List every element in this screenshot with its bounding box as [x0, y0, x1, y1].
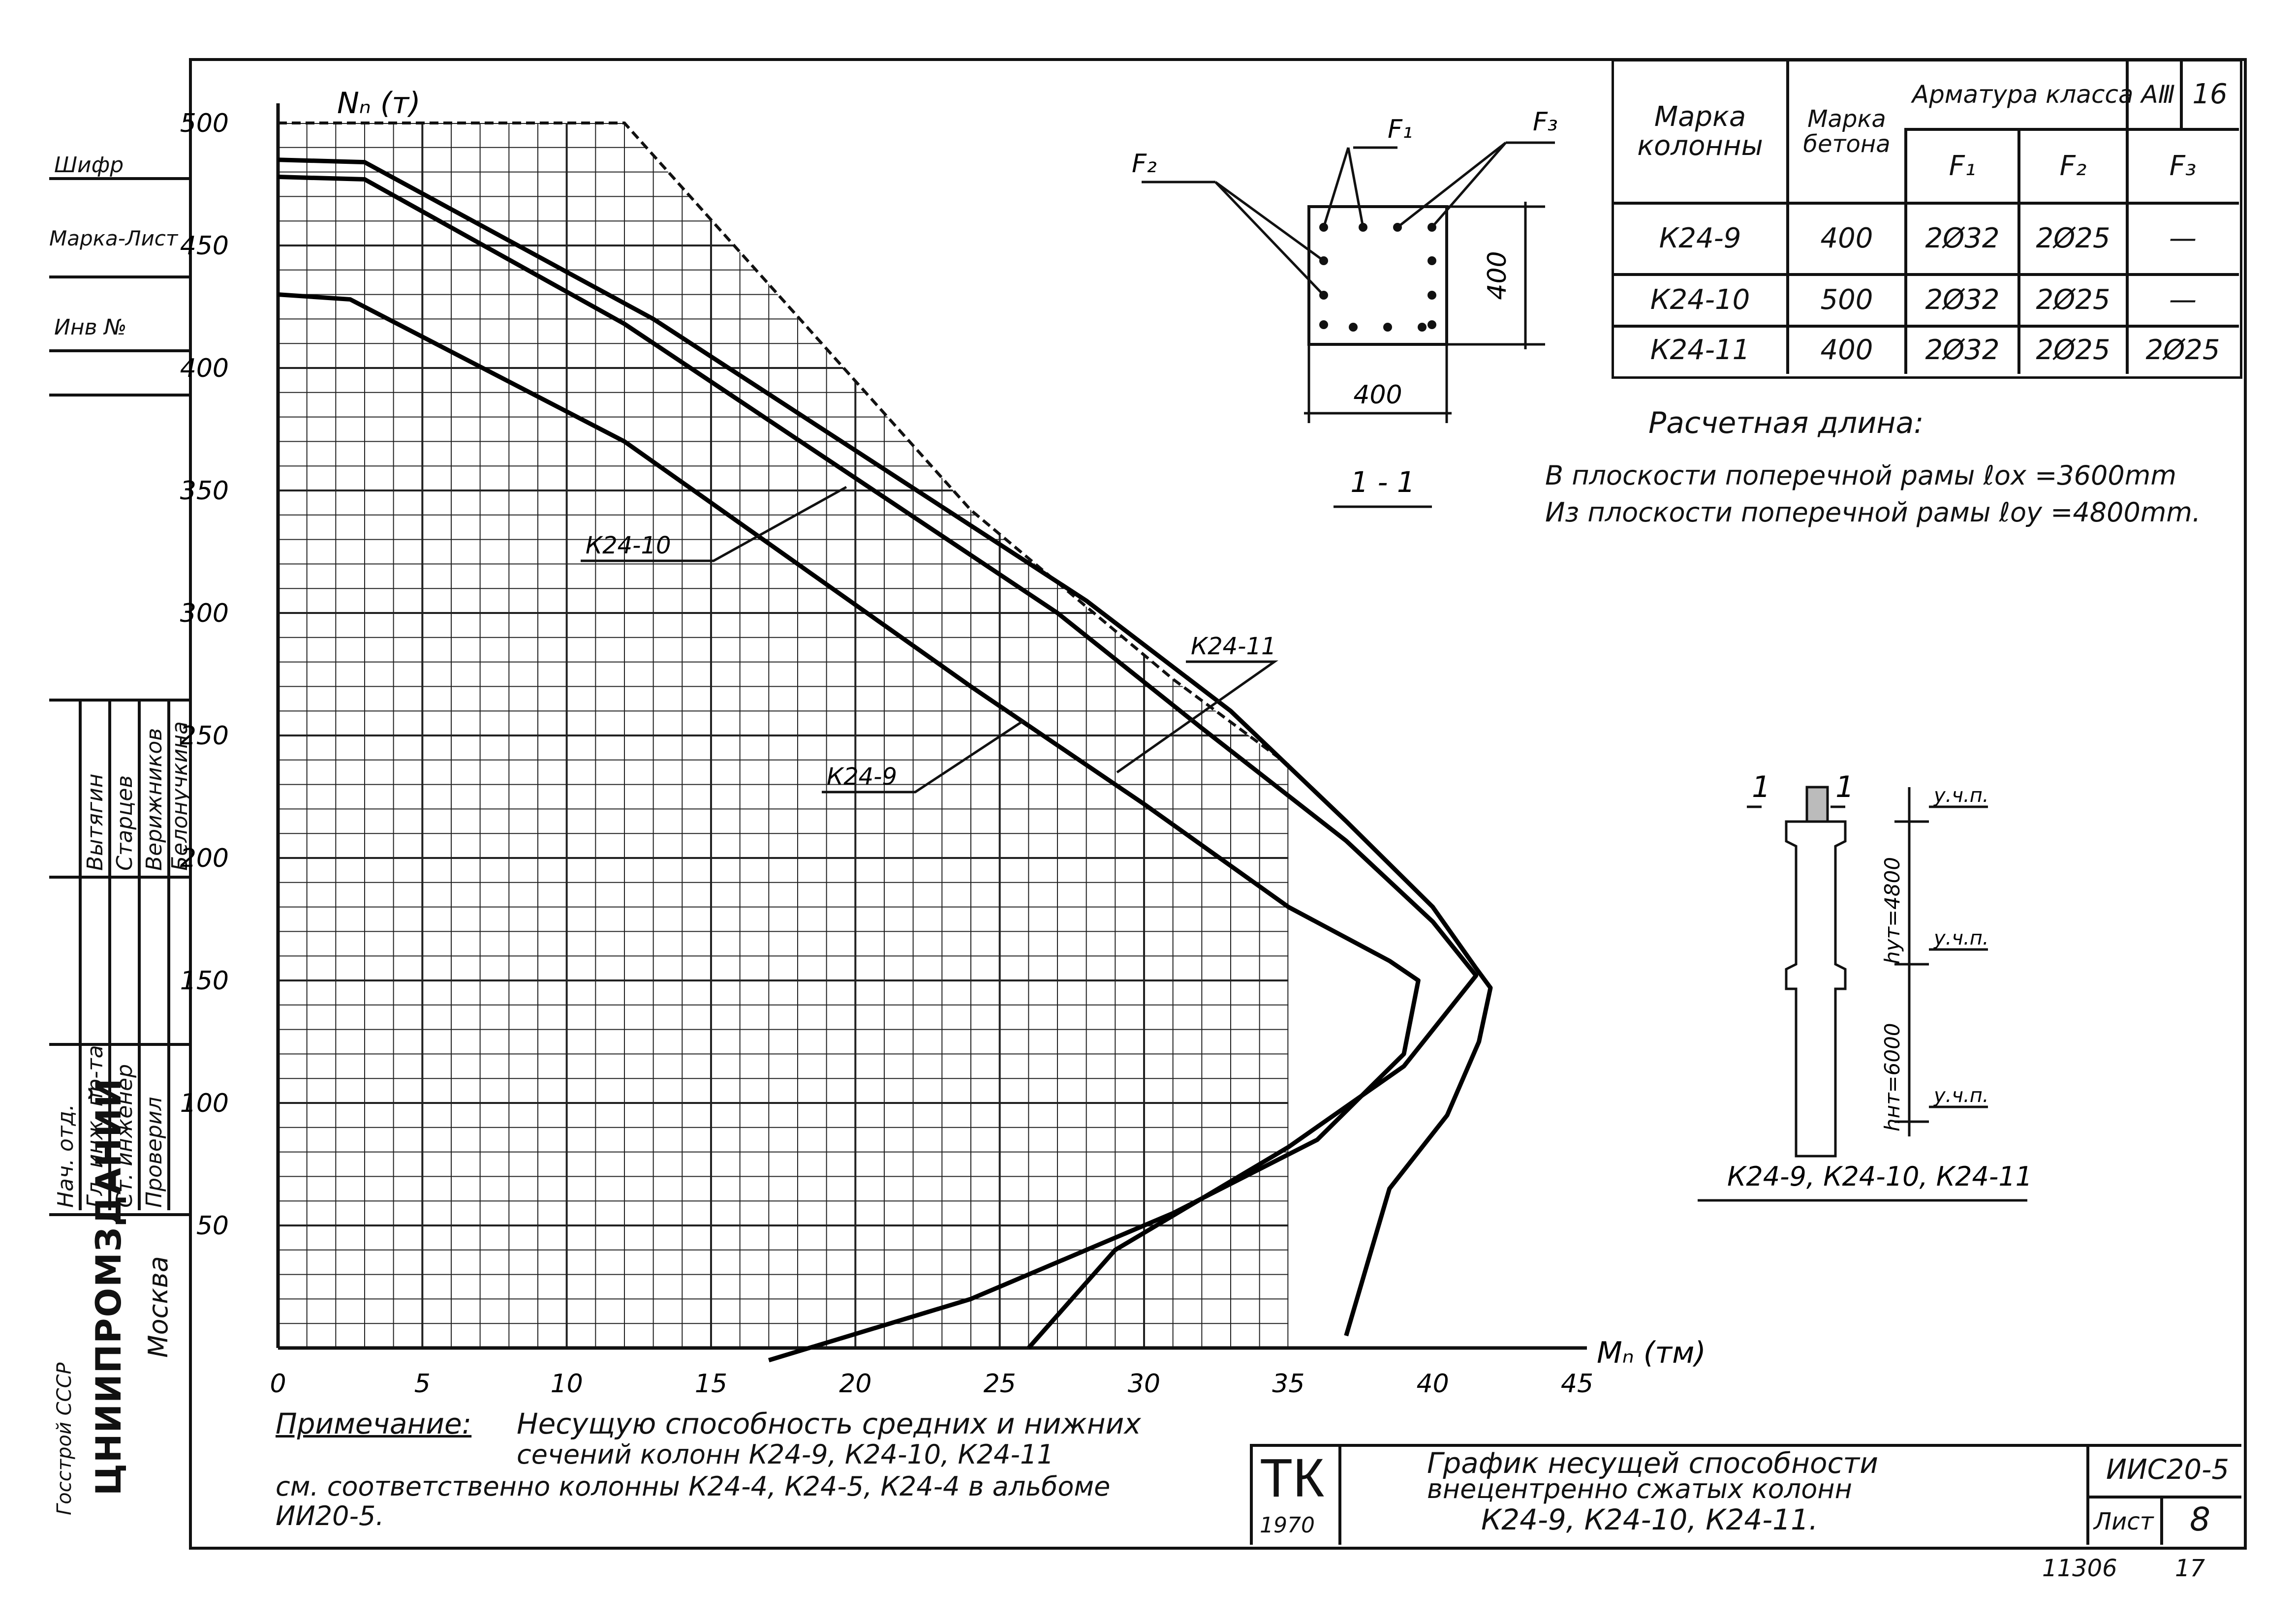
column-mark-3: у.ч.п. [1933, 1084, 1989, 1107]
section-label-f3: F₃ [1533, 107, 1558, 137]
note-text-2: сечений колонн К24-9, К24-10, К24-11 [517, 1439, 1054, 1470]
title-line-2: внецентренно сжатых колонн [1427, 1473, 1852, 1504]
y-tick-label: 50 [196, 1211, 229, 1241]
x-tick-label: 45 [1561, 1369, 1593, 1399]
design-length-title: Расчетная длина: [1648, 406, 1924, 440]
stamp-field-inv: Инв № [54, 315, 127, 340]
x-tick-label: 20 [839, 1369, 871, 1399]
table-row: К24-11 [1650, 334, 1750, 367]
x-tick-label: 5 [414, 1369, 431, 1399]
table-cell: 2Ø32 [1925, 334, 2000, 367]
table-row: К24-9 [1659, 222, 1741, 254]
table-cell: 2Ø25 [2036, 283, 2110, 316]
x-tick-label: 10 [551, 1369, 583, 1399]
title-line-1: График несущей способности [1427, 1446, 1878, 1480]
column-diagram: 1 1 у.ч.п. у.ч.п. у.ч.п. hут=4800 hнт=60… [1698, 770, 2032, 1202]
table-cell: 500 [1820, 283, 1873, 316]
section-width-label: 400 [1353, 380, 1402, 410]
x-tick-label: 40 [1417, 1369, 1449, 1399]
table-row: К24-10 [1650, 283, 1750, 316]
table-header-concrete: Марка бетона [1803, 105, 1891, 158]
stamp-field-mark: Марка-Лист [49, 226, 178, 250]
x-tick-label: 0 [270, 1369, 286, 1399]
callout-leader [822, 719, 1024, 794]
table-header-reinforcement: Арматура класса AⅢ [1912, 80, 2175, 109]
table-header-column: Марка колонны [1637, 100, 1763, 162]
title-year: 1970 [1260, 1513, 1315, 1538]
x-tick-label: 25 [984, 1369, 1016, 1399]
table-cell: 400 [1820, 222, 1873, 254]
title-sheet-label: Лист [2094, 1508, 2154, 1535]
section-label-f1: F₁ [1388, 115, 1413, 144]
y-tick-label: 250 [180, 721, 229, 751]
column-h-upper: hут=4800 [1880, 857, 1904, 964]
series-line-К24-11 [278, 175, 1479, 1349]
x-tick-label: 35 [1272, 1369, 1304, 1399]
note-text-1: Несущую способность средних и нижних [517, 1407, 1141, 1440]
y-tick-label: 200 [180, 844, 229, 873]
title-sheet-number: 8 [2190, 1500, 2210, 1538]
column-mark-2: у.ч.п. [1933, 927, 1989, 949]
table-cell: — [2169, 222, 2197, 254]
table-subheader-f2: F₂ [2059, 150, 2087, 182]
section-1-1: 400 400 F₁ F₂ F₃ 1 - 1 [1132, 107, 1558, 508]
design-length-line1: В плоскости поперечной рамы ℓox =3600mm [1545, 460, 2176, 491]
section-title: 1 - 1 [1350, 465, 1415, 499]
column-mark-1: у.ч.п. [1933, 784, 1989, 807]
title-album: ИИС20-5 [2106, 1454, 2229, 1486]
y-tick-label: 350 [180, 476, 229, 506]
y-tick-label: 300 [180, 599, 229, 628]
section-height-label: 400 [1483, 251, 1512, 300]
table-cell: 2Ø25 [2036, 334, 2110, 367]
note-label: Примечание: [276, 1407, 472, 1440]
table-header-number: 16 [2192, 78, 2228, 111]
x-tick-label: 15 [695, 1369, 727, 1399]
title-line-3: К24-9, К24-10, К24-11. [1481, 1503, 1818, 1536]
column-cut-label-1: 1 [1752, 770, 1770, 804]
table-cell: 2Ø25 [2036, 222, 2110, 254]
table-subheader-f3: F₃ [2169, 150, 2197, 182]
table-cell: 400 [1820, 334, 1873, 367]
section-label-f2: F₂ [1132, 149, 1157, 179]
design-length-line2: Из плоскости поперечной рамы ℓoy =4800mm… [1545, 497, 2201, 528]
column-cut-label-2: 1 [1835, 770, 1854, 804]
stamp-field-shifr: Шифр [54, 153, 124, 178]
y-tick-label: 400 [180, 354, 229, 383]
series-line-К24-10 [278, 157, 1493, 1337]
callout-label: К24-11 [1191, 633, 1276, 660]
x-axis-label: Mₙ (тм) [1597, 1336, 1706, 1370]
doc-number: 11306 [2042, 1555, 2117, 1582]
table-subheader-f1b: F₁ [1949, 150, 1976, 182]
table-cell: 2Ø32 [1925, 283, 2000, 316]
page-number: 17 [2175, 1555, 2205, 1582]
callout-label: К24-9 [827, 763, 897, 791]
table-cell: — [2169, 283, 2197, 316]
table-cell: 2Ø32 [1925, 222, 2000, 254]
note-text-4: ИИ20-5. [276, 1500, 384, 1531]
title-logo: ТК [1260, 1448, 1325, 1508]
column-h-lower: hнт=6000 [1880, 1023, 1904, 1132]
y-tick-label: 100 [180, 1089, 229, 1118]
table-cell: 2Ø25 [2145, 334, 2220, 367]
drawing-frame [189, 58, 2247, 1550]
y-tick-label: 150 [180, 966, 229, 996]
callout-leader [1116, 660, 1278, 774]
y-axis-label: Nₙ (т) [337, 86, 421, 121]
x-tick-label: 30 [1128, 1369, 1160, 1399]
callout-label: К24-10 [586, 532, 671, 559]
column-caption: К24-9, К24-10, К24-11 [1727, 1161, 2032, 1192]
note-text-3: см. соответственно колонны К24-4, К24-5,… [276, 1471, 1111, 1502]
y-tick-label: 500 [180, 109, 229, 138]
y-tick-label: 450 [180, 231, 229, 261]
callout-leader [581, 486, 847, 562]
cutoff-line [278, 122, 1290, 766]
